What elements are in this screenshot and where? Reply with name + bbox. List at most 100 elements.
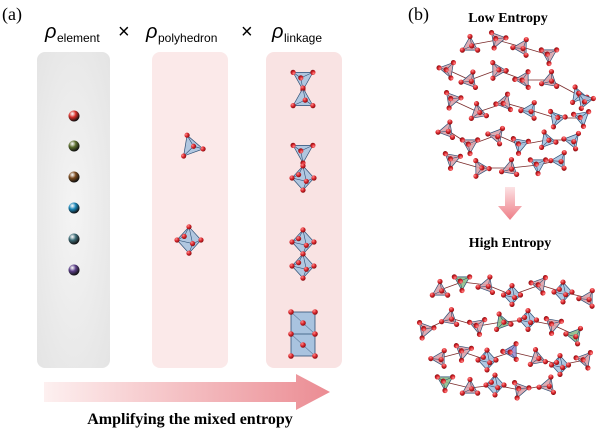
element-sphere [68, 264, 80, 276]
tetrahedron [416, 319, 437, 341]
panel-b-label: (b) [408, 4, 429, 25]
oxygen-atom [482, 317, 488, 323]
oxygen-atom [536, 384, 542, 390]
header-subscript-polyhedron: polyhedron [158, 31, 217, 45]
oxygen-atom [447, 165, 454, 171]
oxygen-atom [467, 33, 473, 40]
octa-edge [302, 165, 307, 182]
oxygen-atom [518, 107, 524, 114]
oxygen-atom [288, 309, 294, 315]
tetrahedron [429, 278, 451, 298]
oxygen-atom [485, 283, 491, 289]
rho-symbol: ρ [145, 21, 157, 43]
oxygen-atom [458, 348, 465, 354]
oxygen-atom [310, 103, 316, 109]
tetrahedron [181, 132, 206, 159]
oxygen-atom [489, 289, 496, 296]
oxygen-atom [553, 139, 559, 145]
oxygen-atom [504, 91, 511, 97]
oxygen-atom [442, 151, 448, 157]
oxygen-atom [547, 108, 554, 115]
oxygen-atom [508, 321, 514, 327]
oxygen-atom [300, 275, 306, 281]
oxygen-atom [300, 187, 306, 193]
tetra-face [512, 39, 527, 56]
oxygen-atom [450, 59, 457, 66]
oxygen-atom [525, 84, 531, 90]
tetra-face [292, 72, 314, 91]
oxygen-atom [457, 153, 464, 159]
oxygen-atom [515, 141, 522, 147]
tetrahedron [538, 129, 559, 151]
tetrahedron [488, 29, 509, 51]
oxygen-atom [465, 141, 471, 147]
octahedron [174, 224, 204, 256]
oxygen-atom [500, 292, 507, 298]
oxygen-atom [496, 311, 502, 317]
oxygen-atom [558, 158, 564, 165]
tetrahedron [536, 374, 557, 396]
oxygen-atom [310, 69, 316, 75]
oxygen-atom [540, 290, 546, 296]
oxygen-atom [589, 303, 595, 309]
oxygen-atom [486, 165, 492, 172]
oxygen-atom [300, 85, 306, 91]
tetra-face [492, 62, 507, 79]
oxygen-atom [538, 144, 545, 151]
oxygen-atom [493, 357, 499, 363]
oxygen-atom [516, 317, 523, 323]
oxygen-atom [473, 158, 479, 164]
oxygen-atom [514, 395, 520, 401]
oxygen-atom [448, 96, 454, 102]
oxygen-atom [487, 360, 493, 366]
oxygen-atom [312, 353, 318, 359]
oxygen-atom [459, 390, 465, 396]
oxygen-atom [517, 292, 524, 298]
oxygen-atom [576, 295, 582, 302]
oxygen-atom [573, 334, 579, 340]
oxygen-atom [493, 36, 499, 42]
oxygen-atom [493, 326, 500, 333]
oxygen-atom [300, 342, 306, 348]
tetra-face [475, 160, 490, 177]
oxygen-atom [296, 236, 302, 242]
oxygen-atom [468, 345, 475, 351]
oxygen-atom [458, 95, 464, 101]
oxygen-atom [483, 113, 490, 119]
tetrahedron [570, 109, 592, 129]
oxygen-atom [581, 99, 588, 105]
oxygen-atom [302, 97, 308, 103]
oxygen-atom [546, 137, 552, 143]
oxygen-atom [493, 101, 499, 107]
oxygen-atom [525, 69, 531, 75]
oxygen-atom [525, 138, 532, 144]
oxygen-atom [469, 43, 475, 49]
oxygen-atom [428, 355, 434, 362]
oxygen-atom [544, 51, 550, 57]
oxygen-atom [181, 233, 187, 239]
oxygen-atom [569, 99, 576, 106]
oxygen-atom [447, 156, 454, 162]
octahedron [551, 279, 575, 305]
oxygen-atom [572, 84, 578, 90]
oxygen-atom [475, 47, 481, 53]
oxygen-atom [312, 331, 318, 337]
oxygen-atom [563, 292, 569, 298]
oxygen-atom [490, 75, 496, 81]
oxygen-atom [190, 143, 197, 149]
oxygen-atom [555, 114, 561, 121]
tetrahedron [498, 157, 520, 177]
oxygen-atom [496, 67, 502, 73]
oxygen-atom [526, 385, 532, 391]
oxygen-atom [510, 44, 516, 51]
oxygen-atom [512, 76, 518, 83]
oxygen-atom [495, 134, 501, 140]
tetrahedron [490, 60, 509, 81]
oxygen-atom [300, 227, 306, 233]
oxygen-atom [310, 142, 316, 148]
octahedron [548, 353, 572, 377]
octa-edge [176, 239, 193, 244]
oxygen-atom [546, 383, 552, 389]
oxygen-atom [523, 52, 529, 58]
